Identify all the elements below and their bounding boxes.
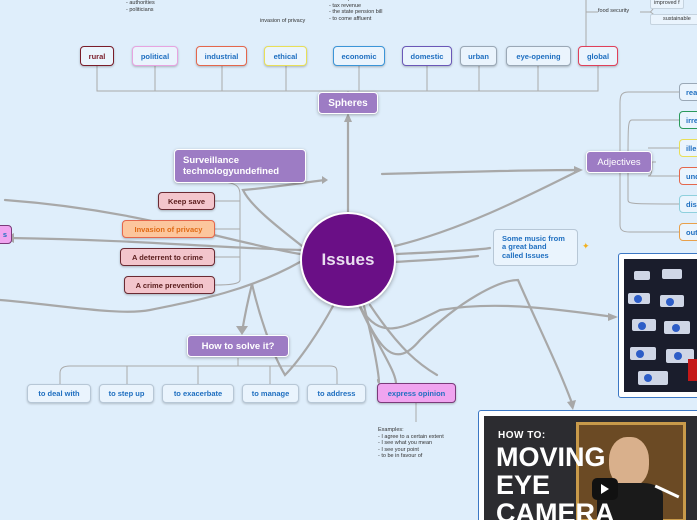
sphere-eye-opening[interactable]: eye-opening <box>506 46 571 66</box>
solve-to-exacerbate[interactable]: to exacerbate <box>162 384 234 403</box>
surveillance-deterrent[interactable]: A deterrent to crime <box>120 248 215 266</box>
improved-note: improved f <box>650 0 684 9</box>
express-opinion-topic[interactable]: express opinion <box>377 383 456 403</box>
food-security-note: food security <box>598 8 630 14</box>
economic-note: - start ups - tax revenue - the state pe… <box>329 0 383 22</box>
solve-to-manage[interactable]: to manage <box>242 384 299 403</box>
video-title-line-1: HOW TO: <box>498 430 546 441</box>
sustainable-note: sustainable <box>650 14 697 25</box>
video-title-line-2: MOVING <box>496 442 606 472</box>
surveillance-label: Surveillance technologyundefined <box>183 155 280 177</box>
camera-image-card[interactable] <box>618 253 697 398</box>
sphere-political[interactable]: political <box>132 46 178 66</box>
video-card[interactable]: HOW TO: MOVING EYE CAMERA <box>478 410 697 520</box>
surveillance-crime-prevention[interactable]: A crime prevention <box>124 276 215 294</box>
express-opinion-examples: Examples: - I agree to a certain extent … <box>378 427 444 460</box>
solve-to-deal-with[interactable]: to deal with <box>27 384 91 403</box>
sphere-ethical[interactable]: ethical <box>264 46 307 66</box>
surveillance-invasion-of-privacy[interactable]: Invasion of privacy <box>122 220 215 238</box>
sphere-domestic[interactable]: domestic <box>402 46 452 66</box>
sphere-economic[interactable]: economic <box>333 46 385 66</box>
video-title-line-4: CAMERA <box>496 498 615 520</box>
video-thumbnail[interactable]: HOW TO: MOVING EYE CAMERA <box>484 416 697 520</box>
sphere-global[interactable]: global <box>578 46 618 66</box>
surveillance-topic[interactable]: Surveillance technologyundefined <box>174 149 306 183</box>
adjective-item-2[interactable]: irre <box>679 111 697 129</box>
central-topic-issues[interactable]: Issues <box>300 212 396 308</box>
adjective-item-5[interactable]: dis <box>679 195 697 213</box>
adjective-item-4[interactable]: und <box>679 167 697 185</box>
how-to-solve-topic[interactable]: How to solve it? <box>187 335 289 357</box>
adjective-item-1[interactable]: rea <box>679 83 697 101</box>
play-button[interactable] <box>592 478 618 500</box>
adjectives-topic[interactable]: Adjectives <box>586 151 652 173</box>
music-label: Some music from a great band called Issu… <box>502 233 565 260</box>
spheres-topic[interactable]: Spheres <box>318 92 378 114</box>
sphere-urban[interactable]: urban <box>460 46 497 66</box>
political-note: - authorities - politicians <box>126 0 155 13</box>
surveillance-keep-save[interactable]: Keep save <box>158 192 215 210</box>
ethical-note: invasion of privacy <box>260 18 306 24</box>
cctv-cameras-image <box>624 259 697 392</box>
left-offscreen-node[interactable]: s <box>0 225 12 244</box>
play-icon <box>601 484 609 494</box>
solve-to-address[interactable]: to address <box>307 384 366 403</box>
adjective-item-6[interactable]: out <box>679 223 697 241</box>
sphere-industrial[interactable]: industrial <box>196 46 247 66</box>
sphere-rural[interactable]: rural <box>80 46 114 66</box>
solve-to-step-up[interactable]: to step up <box>99 384 154 403</box>
video-title-line-3: EYE <box>496 470 551 500</box>
star-icon: ✦ <box>582 241 590 251</box>
adjective-item-3[interactable]: ille <box>679 139 697 157</box>
music-link-node[interactable]: Some music from a great band called Issu… <box>493 229 578 266</box>
